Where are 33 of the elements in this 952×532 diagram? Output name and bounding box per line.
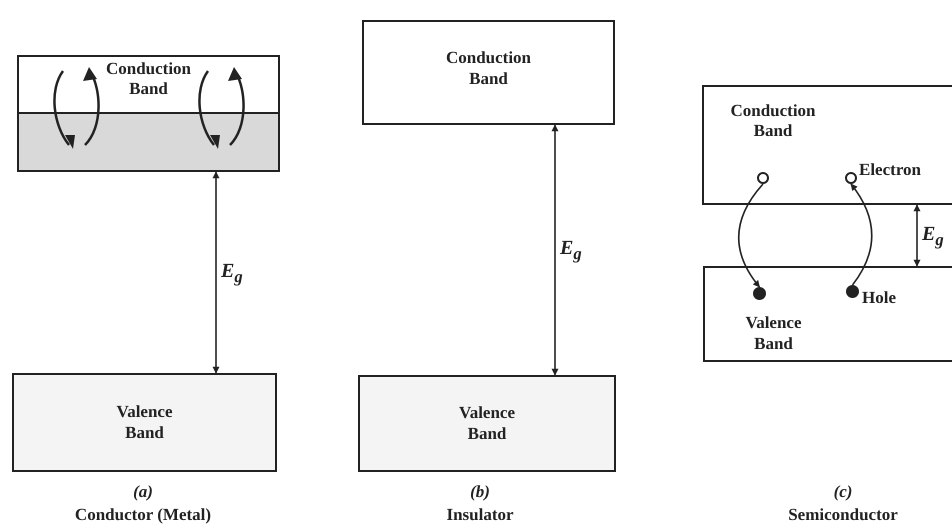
band-label: Conduction Band — [729, 101, 817, 142]
energy-band-box — [702, 85, 952, 205]
energy-band-box — [12, 373, 277, 472]
panel-letter: (c) — [834, 482, 852, 502]
electron-circle — [845, 172, 857, 184]
energy-band-box — [703, 266, 952, 362]
panel-letter: (b) — [470, 482, 490, 502]
band-label: Valence Band — [744, 313, 803, 354]
hole-dot — [846, 285, 859, 298]
filled-band-region — [19, 112, 278, 170]
edge-label: E$_{g}$ — [559, 238, 583, 263]
band-label: Conduction Band — [444, 48, 532, 89]
energy-band-box — [17, 55, 280, 172]
edge-label: E$_{g}$ — [220, 260, 244, 286]
energy-gap-arrow — [212, 171, 220, 374]
hole-dot — [753, 287, 766, 300]
energy-band-box — [362, 20, 615, 125]
node-caption: Hole — [862, 288, 896, 308]
energy-band-box — [358, 375, 616, 472]
panel-caption: Semiconductor — [788, 505, 898, 525]
node-caption: Electron — [859, 160, 922, 180]
edge-label: E$_{g}$ — [921, 224, 945, 248]
electron-circle — [757, 172, 769, 184]
band-label: Valence Band — [115, 402, 174, 443]
band-label: Conduction Band — [104, 59, 192, 100]
transition-arrow — [738, 183, 764, 288]
panel-letter: (a) — [133, 482, 153, 502]
band-label: Valence Band — [458, 403, 516, 444]
panel-caption: Conductor (Metal) — [74, 505, 212, 525]
energy-gap-arrow — [914, 204, 920, 267]
panel-caption: Insulator — [446, 505, 514, 525]
transition-arrow — [850, 183, 873, 286]
energy-gap-arrow — [552, 124, 558, 376]
